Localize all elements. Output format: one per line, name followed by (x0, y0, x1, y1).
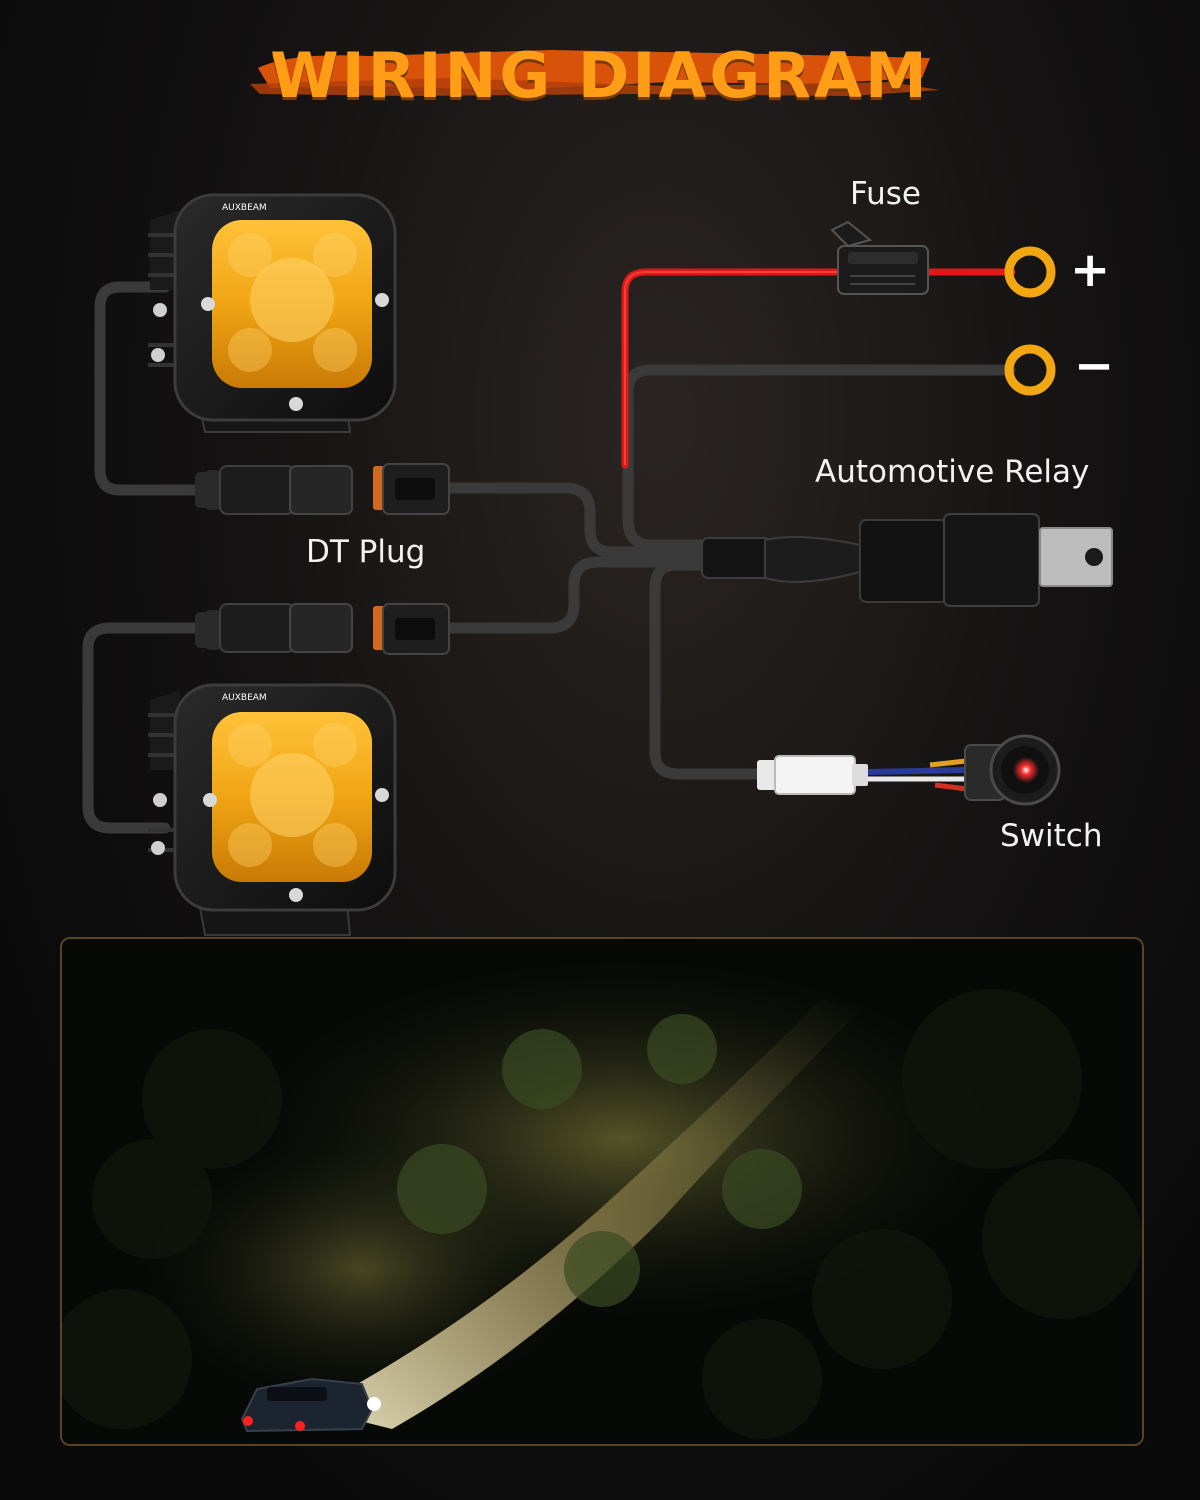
title-wrap: WIRING DIAGRAM (0, 30, 1200, 120)
relay-icon (701, 513, 1113, 607)
brand-logo-upper: AUXBEAM (222, 203, 267, 213)
switch-label: Switch (1000, 818, 1103, 854)
negative-terminal-icon (1004, 344, 1056, 396)
fuse-label: Fuse (850, 176, 922, 212)
relay-label: Automotive Relay (815, 454, 1090, 490)
switch-connector-icon (757, 755, 976, 795)
lamp1-lead-wire (94, 281, 206, 496)
vehicle-icon (240, 1377, 381, 1433)
wiring-diagram: AUXBEAM AUXBEAM (82, 193, 1113, 936)
led-pod-light-lower-icon: AUXBEAM (148, 683, 397, 936)
offroad-night-photo-icon (62, 939, 1142, 1444)
offroad-night-photo (60, 937, 1144, 1446)
rocker-switch-icon (964, 734, 1061, 806)
negative-sign: − (1074, 338, 1115, 394)
dt-plug-label: DT Plug (306, 534, 426, 570)
switch-led-icon (1013, 757, 1039, 783)
positive-terminal-icon (1004, 246, 1056, 298)
black-wires (82, 281, 1016, 834)
brand-logo-lower: AUXBEAM (222, 693, 267, 703)
dt-plug-upper-icon (195, 463, 450, 515)
led-pod-light-upper-icon: AUXBEAM (148, 193, 397, 433)
dt-plug-lower-icon (195, 603, 450, 655)
plug2-harness-wire (442, 556, 711, 634)
switch-wire (649, 559, 766, 780)
brush-stroke-icon (250, 50, 940, 96)
fuse-holder-icon (830, 220, 929, 295)
positive-sign: + (1070, 242, 1111, 298)
plug1-harness-wire (442, 482, 711, 558)
page-title: WIRING DIAGRAM (270, 38, 930, 112)
lamp2-lead-wire (82, 622, 206, 834)
